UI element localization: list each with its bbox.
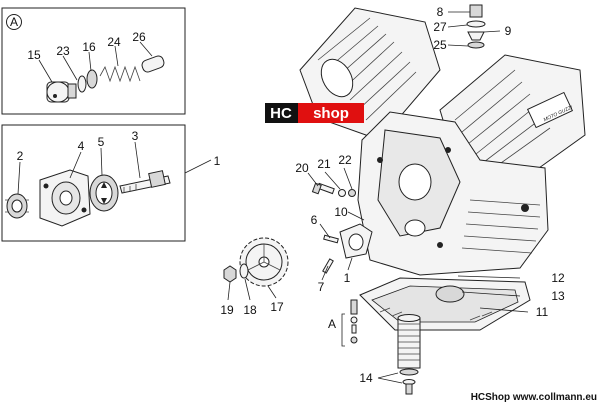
seal-part	[86, 69, 98, 89]
crankcase	[357, 111, 549, 276]
washer-part	[77, 75, 87, 93]
callout-27: 27	[433, 20, 447, 34]
callout-7: 7	[318, 280, 325, 294]
watermark-hc: HC	[270, 105, 292, 122]
right-cylinder: MOTO GUZZI	[439, 54, 586, 179]
bolt-20-part	[311, 182, 335, 195]
watermark-shop: shop	[313, 105, 349, 122]
callout-23: 23	[56, 44, 70, 58]
callout-13: 13	[551, 289, 565, 303]
engine-oil-pump	[339, 223, 373, 259]
pump-shaft-part	[119, 170, 171, 194]
callout-16: 16	[82, 40, 96, 54]
callout-20: 20	[295, 161, 309, 175]
callout-4: 4	[78, 139, 85, 153]
pressure-switch-assembly	[341, 299, 358, 347]
callout-3: 3	[132, 129, 139, 143]
callout-12: 12	[551, 271, 565, 285]
plug-screw-part	[46, 81, 77, 103]
callout-15: 15	[27, 48, 41, 62]
callout-19: 19	[220, 303, 234, 317]
callout-11: 11	[536, 305, 549, 319]
callout-17: 17	[270, 300, 284, 314]
pump-body-part	[39, 169, 91, 227]
callout-1-engine: 1	[344, 271, 351, 285]
callout-18: 18	[243, 303, 257, 317]
sprocket-nut-part	[223, 265, 237, 283]
callout-A: A	[328, 317, 336, 331]
callout-14: 14	[359, 371, 373, 385]
sprocket-washer-part	[239, 263, 249, 279]
oil-filter-part	[397, 314, 421, 395]
callout-9: 9	[505, 24, 512, 38]
callout-21: 21	[317, 157, 331, 171]
washer-21-part	[338, 189, 346, 197]
callout-6: 6	[311, 213, 318, 227]
valve-part	[141, 55, 165, 73]
callout-26: 26	[132, 30, 146, 44]
callout-24: 24	[107, 35, 121, 49]
rotor-part	[89, 174, 119, 212]
inset-a-label: A	[10, 15, 18, 29]
callout-1-inset: 1	[214, 154, 221, 168]
screw-6-part	[323, 234, 339, 244]
callout-5: 5	[98, 135, 105, 149]
footer-credit: HCShop www.collmann.eu	[471, 392, 597, 403]
hcshop-watermark-logo: HC shop	[265, 103, 364, 123]
top-stud-assembly	[466, 4, 486, 49]
callout-8: 8	[437, 5, 444, 19]
callout-25: 25	[433, 38, 447, 52]
callout-22: 22	[338, 153, 352, 167]
inset-oil-pump: 2 4 5 3	[1, 124, 186, 242]
spring-part	[99, 65, 141, 83]
washer-22-part	[348, 189, 356, 197]
sprocket-part	[239, 237, 289, 287]
drive-gear-part	[5, 193, 29, 219]
callout-10: 10	[334, 205, 348, 219]
oil-sump	[359, 277, 531, 331]
inset-a: A 15 23 16 24 26	[1, 7, 186, 115]
callout-2: 2	[17, 149, 24, 163]
